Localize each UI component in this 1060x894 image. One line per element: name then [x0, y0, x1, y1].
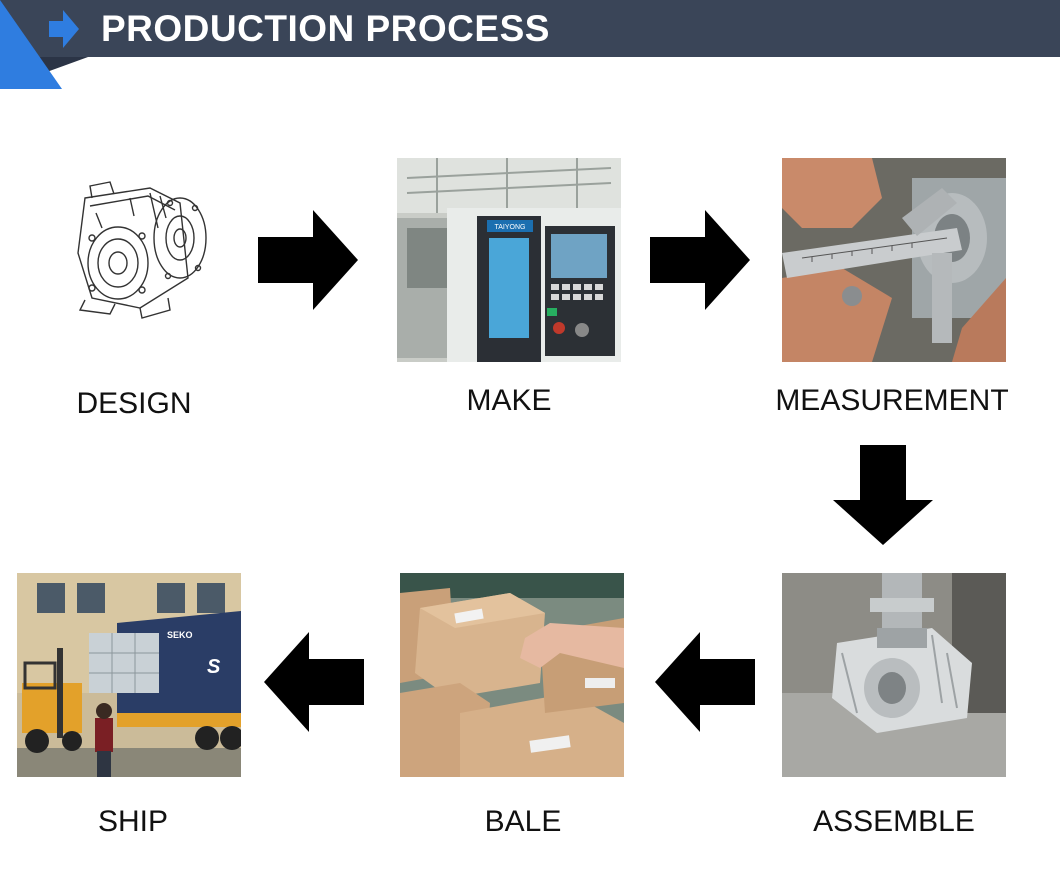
- bale-image: [400, 573, 624, 777]
- step-label-ship: SHIP: [97, 805, 169, 838]
- arrow-right-icon: [49, 10, 79, 48]
- step-label-make: MAKE: [466, 384, 552, 417]
- measurement-image: [782, 158, 1006, 362]
- step-label-design: DESIGN: [76, 387, 192, 420]
- machine-brand-text: TAIYONG: [495, 224, 526, 231]
- header-bar: [0, 0, 1060, 57]
- header-banner: PRODUCTION PROCESS: [0, 0, 1060, 90]
- step-label-measurement: MEASUREMENT: [775, 384, 1009, 417]
- flow-arrow-down-icon: [833, 445, 933, 545]
- header-corner-accent: [0, 0, 62, 89]
- container-brand-text: SEKO: [167, 630, 193, 640]
- flow-arrow-left-icon: [264, 632, 364, 732]
- assemble-image: [782, 573, 1006, 777]
- flow-arrow-right-icon: [258, 210, 358, 310]
- page-title: PRODUCTION PROCESS: [101, 8, 550, 49]
- design-image: [30, 158, 254, 362]
- make-image: TAIYONG: [397, 158, 621, 362]
- ship-image: SEKO S: [17, 573, 241, 777]
- step-label-bale: BALE: [484, 805, 562, 838]
- step-label-assemble: ASSEMBLE: [813, 805, 975, 838]
- svg-text:S: S: [207, 656, 221, 678]
- flow-arrow-right-icon: [650, 210, 750, 310]
- flow-arrow-left-icon: [655, 632, 755, 732]
